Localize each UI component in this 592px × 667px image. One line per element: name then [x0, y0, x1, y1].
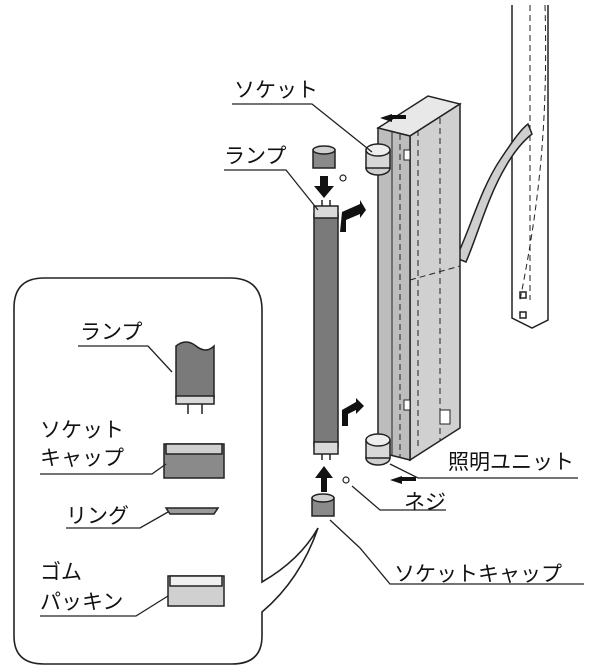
inset-label-gasket-2: パッキン [40, 590, 124, 614]
inset-gasket [167, 575, 225, 607]
socket-cap-top [312, 145, 336, 169]
screw-top [339, 174, 347, 182]
inset-ring [164, 507, 220, 515]
socket-cap-bottom [311, 493, 335, 517]
label-socket-cap: ソケットキャップ [394, 562, 562, 586]
label-socket: ソケット [234, 78, 318, 102]
power-cable [454, 122, 533, 263]
inset-label-socket-cap-2: キャップ [40, 446, 124, 470]
leader-lines [224, 103, 584, 585]
inset-label-ring: リング [66, 504, 129, 528]
inset-lamp-end [175, 341, 215, 414]
socket-bottom [365, 433, 391, 466]
screw-bottom [342, 476, 350, 484]
label-lamp: ランプ [224, 144, 287, 168]
inset-leaders [40, 345, 173, 617]
label-lighting-unit: 照明ユニット [448, 450, 574, 474]
lighting-unit [376, 95, 462, 462]
inset-label-gasket-1: ゴム [40, 560, 82, 584]
inset-label-socket-cap-1: ソケット [40, 418, 124, 442]
arrows [314, 114, 416, 492]
lamp-tube [313, 200, 339, 460]
label-screw: ネジ [404, 490, 446, 514]
inset-socket-cap [163, 443, 225, 479]
inset-label-lamp: ランプ [80, 320, 143, 344]
wall-post [511, 4, 549, 329]
socket-top [365, 143, 391, 176]
